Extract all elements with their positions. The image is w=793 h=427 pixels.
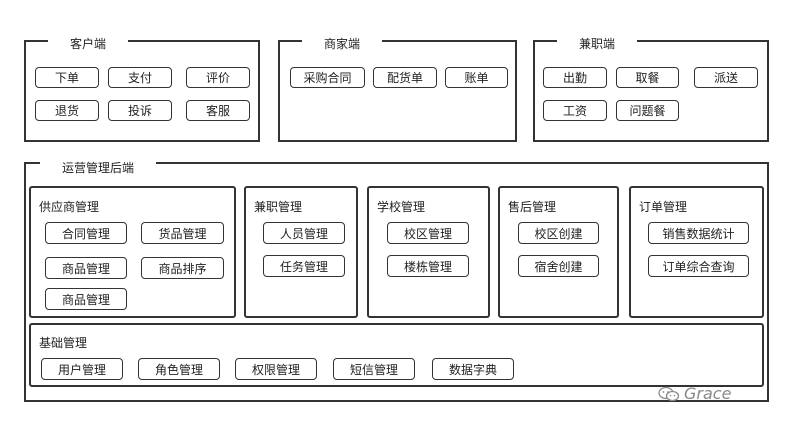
attendance-button[interactable]: 出勤 bbox=[543, 67, 607, 88]
review-button[interactable]: 评价 bbox=[186, 67, 250, 88]
staff-management-button[interactable]: 人员管理 bbox=[263, 222, 345, 244]
sms-management-button[interactable]: 短信管理 bbox=[333, 358, 415, 380]
user-management-button[interactable]: 用户管理 bbox=[41, 358, 123, 380]
parttime-group-title: 兼职端 bbox=[557, 36, 638, 52]
school-management-title: 学校管理 bbox=[377, 200, 426, 214]
campus-management-button[interactable]: 校区管理 bbox=[387, 222, 469, 244]
dorm-create-button[interactable]: 宿舍创建 bbox=[518, 255, 599, 277]
building-management-button[interactable]: 楼栋管理 bbox=[387, 255, 469, 277]
delivery-note-button[interactable]: 配货单 bbox=[373, 67, 437, 88]
wechat-icon bbox=[658, 386, 680, 402]
order-query-button[interactable]: 订单综合查询 bbox=[648, 255, 749, 277]
parttime-group bbox=[533, 40, 769, 142]
permission-management-button[interactable]: 权限管理 bbox=[235, 358, 317, 380]
sales-statistics-button[interactable]: 销售数据统计 bbox=[648, 222, 749, 244]
merchant-group bbox=[278, 40, 517, 142]
order-management-panel bbox=[629, 186, 764, 318]
data-dictionary-button[interactable]: 数据字典 bbox=[432, 358, 514, 380]
product-management-button[interactable]: 商品管理 bbox=[45, 257, 127, 279]
pickup-button[interactable]: 取餐 bbox=[616, 67, 679, 88]
parttime-management-title: 兼职管理 bbox=[254, 200, 303, 214]
supplier-management-title: 供应商管理 bbox=[39, 200, 100, 214]
goods-management-button[interactable]: 货品管理 bbox=[141, 222, 224, 244]
base-management-title: 基础管理 bbox=[39, 336, 88, 350]
order-button[interactable]: 下单 bbox=[35, 67, 99, 88]
product-management-button-2[interactable]: 商品管理 bbox=[45, 288, 127, 310]
client-group bbox=[24, 40, 260, 142]
problem-meal-button[interactable]: 问题餐 bbox=[616, 100, 679, 121]
order-management-title: 订单管理 bbox=[639, 200, 688, 214]
salary-button[interactable]: 工资 bbox=[543, 100, 607, 121]
task-management-button[interactable]: 任务管理 bbox=[263, 255, 345, 277]
complaint-button[interactable]: 投诉 bbox=[108, 100, 172, 121]
aftersales-management-title: 售后管理 bbox=[508, 200, 557, 214]
pay-button[interactable]: 支付 bbox=[108, 67, 172, 88]
bill-button[interactable]: 账单 bbox=[445, 67, 508, 88]
product-sort-button[interactable]: 商品排序 bbox=[141, 257, 224, 279]
watermark-text: Grace bbox=[684, 384, 732, 403]
school-management-panel bbox=[367, 186, 490, 318]
role-management-button[interactable]: 角色管理 bbox=[138, 358, 220, 380]
watermark: Grace bbox=[658, 384, 731, 403]
purchase-contract-button[interactable]: 采购合同 bbox=[290, 67, 365, 88]
backend-group-title: 运营管理后端 bbox=[40, 160, 157, 176]
client-group-title: 客户端 bbox=[48, 36, 129, 52]
aftersales-management-panel bbox=[498, 186, 619, 318]
return-button[interactable]: 退货 bbox=[35, 100, 99, 121]
merchant-group-title: 商家端 bbox=[302, 36, 383, 52]
parttime-management-panel bbox=[244, 186, 358, 318]
dispatch-button[interactable]: 派送 bbox=[694, 67, 758, 88]
service-button[interactable]: 客服 bbox=[186, 100, 250, 121]
contract-management-button[interactable]: 合同管理 bbox=[45, 222, 127, 244]
campus-create-button[interactable]: 校区创建 bbox=[518, 222, 599, 244]
